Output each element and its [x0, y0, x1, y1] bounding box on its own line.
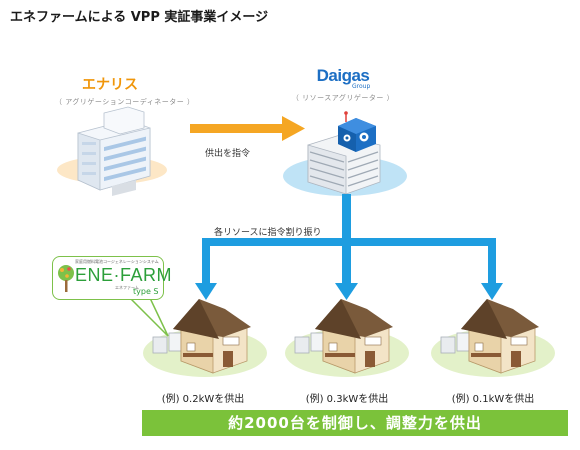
- enefarm-type: type S: [133, 287, 159, 296]
- control-summary-banner: 約2000台を制御し、調整力を供出: [142, 410, 568, 436]
- enefarm-kana: エネファーム: [115, 285, 139, 290]
- house-3-icon: [431, 299, 555, 377]
- enefarm-brand: ENE·FARM: [75, 265, 173, 285]
- page-title: エネファームによる VPP 実証事業イメージ: [10, 10, 269, 25]
- supply-instruction-arrow: [190, 116, 305, 141]
- allocation-label: 各リソースに指令割り振り: [214, 228, 322, 238]
- daigas-building-icon: [307, 111, 381, 195]
- daigas-company-label: Daigas Group （ リソースアグリゲーター ）: [288, 66, 398, 103]
- daigas-role: （ リソースアグリゲーター ）: [291, 94, 395, 102]
- allocation-arrows: [195, 194, 503, 300]
- enefarm-tagline: 家庭用燃料電池コージェネレーションシステム: [75, 259, 159, 264]
- house-2-icon: [285, 299, 409, 377]
- house-2-label: (例) 0.3kWを供出: [305, 394, 389, 405]
- enefarm-logo: 家庭用燃料電池コージェネレーションシステム ENE·FARM エネファーム ty…: [52, 256, 172, 300]
- house-1-label: (例) 0.2kWを供出: [161, 394, 245, 405]
- tree-icon: [58, 265, 74, 292]
- eneris-building-icon: [77, 106, 151, 196]
- daigas-logo-text: Daigas: [316, 66, 370, 85]
- eneris-name: エナリス: [82, 77, 138, 93]
- logo-callout-pointer: [128, 297, 169, 337]
- supply-instruction-label: 供出を指令: [205, 149, 251, 159]
- house-3-label: (例) 0.1kWを供出: [451, 394, 535, 405]
- daigas-group-text: Group: [352, 83, 371, 90]
- eneris-role: （ アグリゲーションコーディネーター ）: [55, 98, 195, 106]
- eneris-company-label: エナリス （ アグリゲーションコーディネーター ）: [55, 74, 195, 107]
- house-1-icon: [143, 299, 267, 377]
